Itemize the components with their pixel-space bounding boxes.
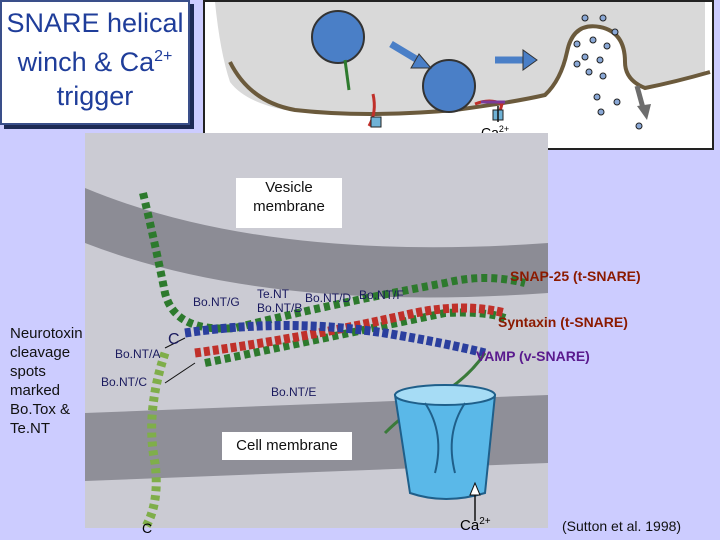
neurotoxin-note-line5: Bo.Tox & <box>10 401 71 418</box>
neurotransmitter-dots <box>573 14 643 130</box>
neurotoxin-note-line2: cleavage <box>10 344 71 361</box>
title-sup: 2+ <box>154 48 173 65</box>
snare-complex-illustration: Bo.NT/G Te.NT Bo.NT/B Bo.NT/D Bo.NT/F Bo… <box>85 133 548 531</box>
c-terminal-label-1: C <box>168 331 180 348</box>
cleavage-site-tent: Te.NT <box>257 287 290 301</box>
ca-label-bottom-text: Ca <box>460 517 480 534</box>
neurotoxin-note-line1: Neurotoxin <box>10 325 83 342</box>
cleavage-site-bont-c: Bo.NT/C <box>101 375 148 389</box>
c-terminal-label-2: C <box>142 520 153 536</box>
cleavage-site-bont-a: Bo.NT/A <box>115 347 161 361</box>
snap25-tail <box>141 351 170 531</box>
ca-label-top-sup: 2+ <box>498 124 510 134</box>
calcium-channel-top <box>394 384 496 406</box>
cleavage-site-bont-g: Bo.NT/G <box>193 295 240 309</box>
ca-channel-1 <box>370 116 382 128</box>
plasma-membrane <box>228 24 711 116</box>
citation: (Sutton et al. 1998) <box>562 518 682 534</box>
title-line2: winch & Ca2+ <box>2 40 188 79</box>
vesicle-2 <box>422 59 476 113</box>
bont-c-pointer <box>164 362 196 384</box>
vesicle-membrane-band <box>85 188 548 298</box>
cell-membrane-label: Cell membrane <box>222 432 352 460</box>
title-line2-text: winch & Ca <box>17 47 155 77</box>
arrow-3-head <box>637 104 651 120</box>
cleavage-site-bont-b: Bo.NT/B <box>257 301 303 315</box>
vamp-label: VAMP (v-SNARE) <box>476 348 590 364</box>
fusion-schematic-panel: Ca2+ <box>203 0 714 150</box>
bont-a-pointer <box>164 337 186 349</box>
calcium-channel-pore <box>424 402 466 474</box>
syntaxin-label: Syntaxin (t-SNARE) <box>498 314 628 330</box>
neurotoxin-note-line6: Te.NT <box>10 420 51 437</box>
cleavage-site-bont-f: Bo.NT/F <box>359 288 404 302</box>
syntaxin-helix <box>194 303 507 358</box>
cleavage-site-bont-e: Bo.NT/E <box>271 385 317 399</box>
neurotoxin-note: Neurotoxin cleavage spots marked Bo.Tox … <box>10 324 100 438</box>
snare-strand-1 <box>343 59 351 91</box>
neurotoxin-note-line3: spots <box>10 363 46 380</box>
neurotoxin-note-line4: marked <box>10 382 61 399</box>
ca-label-bottom: Ca2+ <box>460 516 491 534</box>
arrow-1-head <box>410 53 433 69</box>
title-box: SNARE helical winch & Ca2+ trigger <box>0 0 190 125</box>
vesicle-label-line2: membrane <box>253 198 325 215</box>
vesicle-label-line1: Vesicle <box>265 179 313 196</box>
arrow-3-shaft <box>634 85 646 109</box>
syntaxin-strand-1 <box>367 93 376 127</box>
snap25-helix-2 <box>204 308 507 367</box>
cleavage-site-bont-d: Bo.NT/D <box>305 291 352 305</box>
vesicle-membrane-label: Vesicle membrane <box>236 178 342 228</box>
title-line1: SNARE helical <box>6 8 184 38</box>
ca-arrowhead-bottom <box>469 481 481 496</box>
snap25-label: SNAP-25 (t-SNARE) <box>510 268 641 284</box>
arrow-2-head <box>522 49 538 71</box>
title-line3: trigger <box>56 81 134 111</box>
vesicle-1 <box>311 10 365 64</box>
fusion-schematic <box>215 2 711 130</box>
ca-label-bottom-sup: 2+ <box>479 516 491 527</box>
